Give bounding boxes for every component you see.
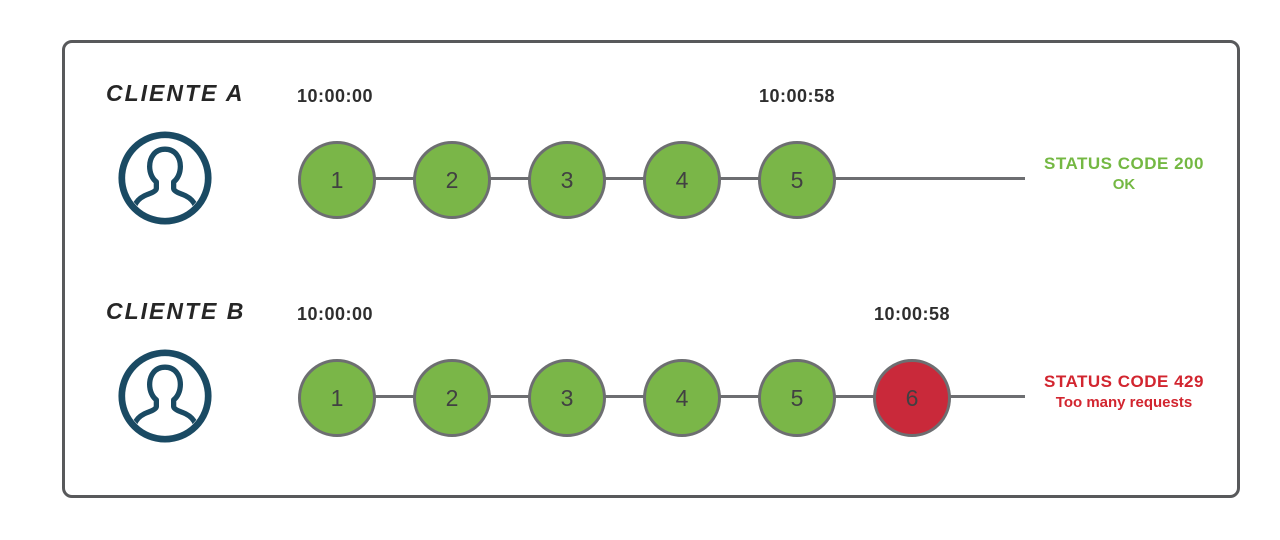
request-circle-3: 3 <box>528 359 606 437</box>
status-code-text: STATUS CODE 429 <box>1044 372 1204 391</box>
user-icon <box>118 349 212 443</box>
start-time-label: 10:00:00 <box>296 304 374 324</box>
client-a-label: CLIENTE A <box>106 80 245 106</box>
request-circle-5: 5 <box>758 141 836 219</box>
request-circle-1: 1 <box>298 141 376 219</box>
client-b-label: CLIENTE B <box>106 298 246 324</box>
status-label: STATUS CODE 200 OK <box>1022 154 1226 193</box>
request-circle-4: 4 <box>643 141 721 219</box>
end-time-label: 10:00:58 <box>873 304 951 324</box>
request-circle-5: 5 <box>758 359 836 437</box>
user-icon <box>118 131 212 225</box>
request-circle-4: 4 <box>643 359 721 437</box>
request-circle-2: 2 <box>413 141 491 219</box>
request-circle-6: 6 <box>873 359 951 437</box>
status-message-text: OK <box>1112 175 1136 193</box>
start-time-label: 10:00:00 <box>296 86 374 106</box>
request-circle-3: 3 <box>528 141 606 219</box>
request-circle-1: 1 <box>298 359 376 437</box>
status-code-text: STATUS CODE 200 <box>1044 154 1204 173</box>
request-circle-2: 2 <box>413 359 491 437</box>
status-message-text: Too many requests <box>1055 393 1193 411</box>
status-label: STATUS CODE 429 Too many requests <box>1022 372 1226 411</box>
end-time-label: 10:00:58 <box>758 86 836 106</box>
